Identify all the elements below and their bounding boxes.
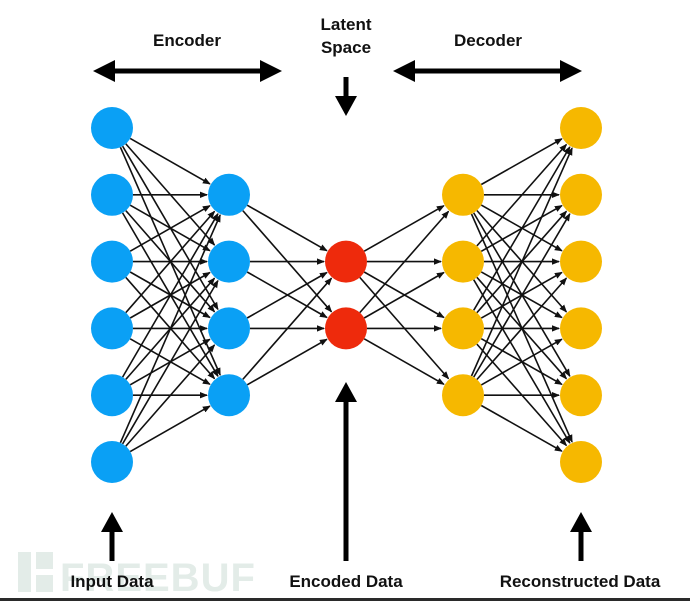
connection-decoder-hidden-4-to-output-1 [470,147,573,377]
neuron-decoder-hidden-3 [442,307,484,350]
bottom-edge-bar [0,598,690,601]
watermark-logo-square-bottom [36,575,53,592]
connection-latent-2-to-decoder-hidden-1 [359,210,450,314]
decoder-span-arrow [393,60,582,82]
neuron-encoder-hidden-2 [208,240,250,283]
encoder-span-arrow [93,60,282,82]
neuron-encoder-hidden-3 [208,307,250,350]
input-data-label: Input Data [70,572,154,591]
connection-decoder-hidden-4-to-output-6 [480,404,563,452]
neuron-input-6 [91,441,133,483]
neuron-output-3 [560,240,602,283]
connection-latent-2-to-decoder-hidden-4 [363,338,445,385]
arrowhead-left-icon [393,60,415,82]
connection-input-3-to-encoder-hidden-1 [129,205,211,252]
neuron-input-4 [91,307,133,350]
connection-input-6-to-encoder-hidden-2 [121,279,219,445]
connection-encoder-hidden-4-to-latent-2 [246,338,328,386]
latent-space-label-line1: Latent [321,15,372,34]
neuron-input-1 [91,107,133,149]
connection-encoder-hidden-4-to-latent-1 [242,277,333,380]
neuron-encoder-hidden-1 [208,173,250,216]
connection-encoder-hidden-1-to-latent-1 [246,204,328,252]
neuron-latent-1 [325,240,367,283]
arrowhead-left-icon [93,60,115,82]
connection-input-5-to-encoder-hidden-1 [121,212,219,378]
connections [119,137,573,453]
decoder-label: Decoder [454,31,522,50]
arrow-up-icon [335,382,357,402]
reconstructed-data-arrow [570,512,592,561]
arrow-up-icon [570,512,592,532]
neuron-input-5 [91,374,133,417]
connection-decoder-hidden-2-to-output-1 [476,143,568,247]
neuron-encoder-hidden-4 [208,374,250,417]
encoder-label: Encoder [153,31,221,50]
neuron-decoder-hidden-4 [442,374,484,417]
neuron-output-2 [560,173,602,216]
neuron-output-6 [560,441,602,483]
neuron-decoder-hidden-2 [442,240,484,283]
input-data-arrow [101,512,123,561]
watermark: FREEBUF [18,552,256,600]
encoded-data-arrow [335,382,357,561]
neuron-output-5 [560,374,602,417]
connection-input-1-to-encoder-hidden-1 [129,137,211,185]
arrowhead-right-icon [560,60,582,82]
connection-latent-1-to-decoder-hidden-1 [363,205,445,252]
connection-input-6-to-encoder-hidden-3 [125,344,216,447]
watermark-logo-bar [18,552,31,592]
connection-input-4-to-encoder-hidden-1 [125,210,216,314]
connection-input-6-to-encoder-hidden-1 [119,214,221,444]
neuron-output-1 [560,107,602,149]
neuron-input-2 [91,173,133,216]
connection-decoder-hidden-4-to-output-4 [480,338,563,386]
connection-decoder-hidden-1-to-output-1 [480,138,563,186]
neuron-latent-2 [325,307,367,350]
encoded-data-label: Encoded Data [289,572,403,591]
connection-latent-2-to-decoder-hidden-2 [363,271,445,319]
neurons [91,107,602,483]
latent-space-arrow [335,77,357,116]
watermark-text: FREEBUF [60,556,256,600]
connection-decoder-hidden-4-to-output-2 [473,212,571,378]
connection-decoder-hidden-3-to-output-1 [473,146,571,311]
neuron-input-3 [91,240,133,283]
arrow-down-icon [335,96,357,116]
arrow-up-icon [101,512,123,532]
connection-decoder-hidden-4-to-output-3 [476,277,568,381]
watermark-logo-square-top [36,552,53,569]
connection-input-6-to-encoder-hidden-4 [129,405,211,453]
reconstructed-data-label: Reconstructed Data [500,572,661,591]
neuron-output-4 [560,307,602,350]
connection-encoder-hidden-3-to-latent-1 [246,271,328,319]
arrowhead-right-icon [260,60,282,82]
neuron-decoder-hidden-1 [442,173,484,216]
latent-space-label-line2: Space [321,38,371,57]
